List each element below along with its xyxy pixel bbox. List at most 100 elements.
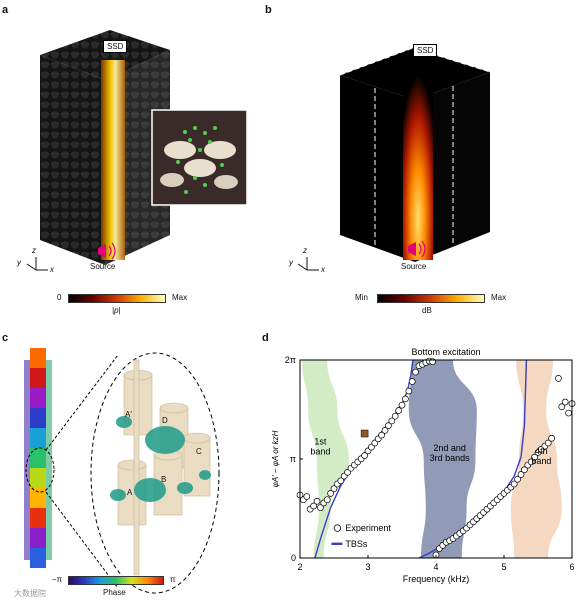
- experiment-point: [317, 504, 324, 511]
- field-strip: [101, 60, 125, 260]
- speaker-icon: [408, 240, 426, 258]
- experiment-point: [391, 412, 399, 420]
- experiment-point: [388, 417, 396, 425]
- panel-a: a: [0, 0, 290, 330]
- axes-icon: [26, 257, 48, 271]
- y-tick-label: 0: [291, 553, 296, 563]
- panel-c-label: c: [2, 332, 9, 344]
- band-label-line: band: [531, 456, 551, 466]
- experiment-point: [398, 401, 406, 409]
- colorbar-a-max: Max: [172, 293, 188, 302]
- band-region-1: [302, 360, 349, 558]
- colorbar-c: [68, 576, 164, 585]
- experiment-point: [327, 490, 334, 497]
- site-label-a-prime: A′: [125, 410, 132, 419]
- experiment-point: [555, 375, 562, 382]
- x-axis-label: Frequency (kHz): [403, 574, 470, 584]
- experiment-point: [310, 502, 317, 510]
- experiment-point: [514, 475, 521, 483]
- watermark: 大数据院: [14, 589, 46, 598]
- colorbar-a-label: |p|: [112, 306, 121, 315]
- experiment-point: [385, 422, 392, 429]
- colorbar-a: [68, 294, 166, 303]
- experiment-point: [510, 480, 518, 488]
- speaker-icon: [98, 242, 116, 260]
- colorbar-b: [377, 294, 485, 303]
- x-tick-label: 5: [501, 562, 506, 572]
- chart-title: Bottom excitation: [411, 347, 480, 357]
- legend-experiment-label: Experiment: [345, 523, 391, 533]
- y-axis-label: φA′ − φA or kzH: [271, 430, 280, 487]
- site-label-d: D: [162, 416, 168, 425]
- experiment-point: [361, 452, 368, 459]
- zoom-ellipse: [90, 352, 220, 594]
- y-tick-label: 2π: [285, 355, 296, 365]
- experiment-point: [337, 477, 345, 485]
- axis-x-label: x: [321, 265, 325, 274]
- experiment-point: [527, 458, 535, 466]
- site-label-a: A: [127, 488, 133, 497]
- experiment-point: [517, 471, 525, 478]
- colorbar-b-max: Max: [491, 293, 507, 302]
- legend-experiment-marker: [333, 524, 342, 532]
- panel-c: c: [0, 330, 270, 605]
- experiment-point: [408, 378, 416, 385]
- panel-a-label: a: [2, 4, 9, 16]
- panel-b: b SSD Source z x y: [265, 0, 587, 330]
- inset-zoom: [151, 109, 248, 206]
- ssd-label: SSD: [413, 44, 438, 57]
- panel-b-illustration: [297, 47, 491, 271]
- experiment-point: [381, 427, 389, 434]
- experiment-point: [521, 466, 528, 474]
- experiment-point: [313, 497, 321, 505]
- experiment-point: [565, 409, 572, 417]
- experiment-point: [405, 387, 413, 395]
- experiment-point: [548, 434, 555, 442]
- phase-chain: [24, 348, 52, 568]
- colorbar-b-label: dB: [422, 306, 432, 315]
- experiment-point: [378, 431, 385, 439]
- panel-b-label: b: [265, 4, 272, 16]
- band-label-line: 4th: [535, 446, 548, 456]
- axis-y-label: y: [289, 258, 293, 267]
- chart-legend: Experiment TBSs: [331, 523, 391, 549]
- experiment-point: [303, 493, 311, 500]
- legend-tbs-label: TBSs: [345, 539, 368, 549]
- axes-icon: [297, 257, 319, 271]
- source-label: Source: [90, 262, 116, 271]
- axis-x-label: x: [50, 265, 54, 274]
- experiment-point: [558, 403, 566, 411]
- experiment-point: [561, 398, 569, 406]
- axis-y-label: y: [17, 258, 21, 267]
- experiment-point: [412, 368, 419, 376]
- experiment-point: [395, 407, 402, 414]
- experiment-point: [544, 439, 552, 447]
- colorbar-a-min: 0: [57, 293, 62, 302]
- panel-a-illustration: [26, 30, 248, 271]
- panel-d-label: d: [262, 332, 269, 344]
- highlighted-point: [360, 429, 369, 438]
- band-label-line: 1st: [314, 437, 327, 447]
- y-tick-label: π: [290, 454, 296, 464]
- band-label-line: 3rd bands: [430, 453, 471, 463]
- x-tick-label: 2: [297, 562, 302, 572]
- experiment-point: [402, 395, 409, 403]
- experiment-point: [330, 485, 338, 493]
- x-tick-label: 4: [433, 562, 438, 572]
- axis-z-label: z: [32, 246, 36, 255]
- field-core: [403, 55, 433, 260]
- site-label-c: C: [196, 447, 202, 456]
- band-region-2: [408, 360, 477, 558]
- source-label: Source: [401, 262, 427, 271]
- colorbar-c-max: π: [170, 575, 176, 584]
- band-label-line: band: [310, 447, 330, 457]
- experiment-point: [531, 453, 538, 461]
- colorbar-b-min: Min: [355, 293, 368, 302]
- panel-c-illustration: [24, 348, 220, 594]
- x-tick-label: 3: [365, 562, 370, 572]
- site-label-b: B: [161, 475, 167, 484]
